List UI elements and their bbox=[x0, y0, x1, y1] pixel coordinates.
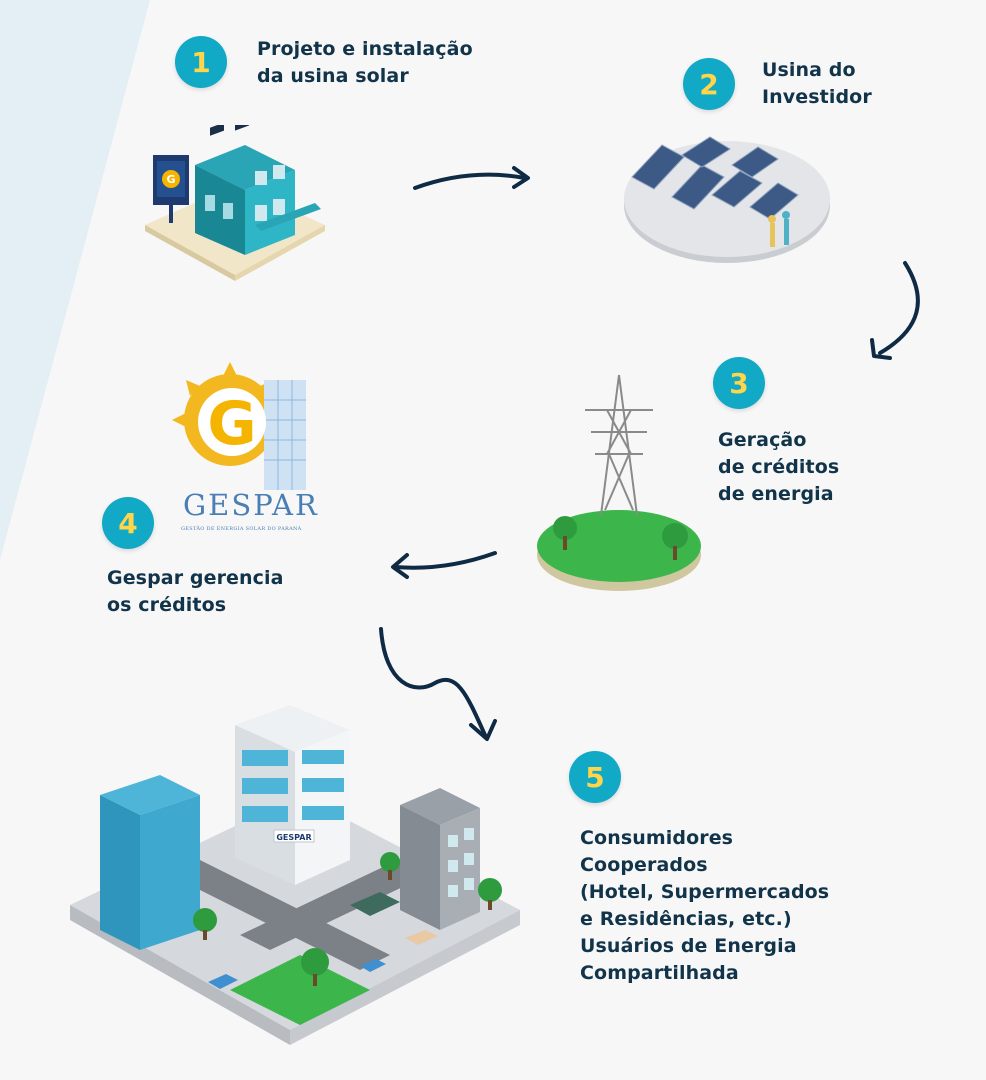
gespar-logo: G bbox=[172, 362, 306, 490]
arrow-step3-to-step4 bbox=[391, 551, 497, 579]
arrow-step1-to-step2 bbox=[413, 166, 530, 190]
svg-text:G: G bbox=[166, 173, 175, 186]
step-5-badge: 5 bbox=[569, 751, 621, 803]
step-3-badge: 3 bbox=[713, 357, 765, 409]
building-sign: GESPAR bbox=[276, 833, 311, 842]
solar-farm-illustration bbox=[624, 136, 830, 263]
step-2-badge: 2 bbox=[683, 58, 735, 110]
step-3-label: Geração de créditos de energia bbox=[718, 429, 840, 505]
step-4-badge: 4 bbox=[102, 497, 154, 549]
arrow-step2-to-step3 bbox=[870, 261, 920, 360]
step-2-label: Usina do Investidor bbox=[762, 59, 872, 108]
gespar-logo-tagline: GESTÃO DE ENERGIA SOLAR DO PARANÁ bbox=[181, 526, 302, 532]
step-5-label: Consumidores Cooperados (Hotel, Supermer… bbox=[580, 827, 830, 984]
arrow-step4-to-step5 bbox=[379, 627, 497, 741]
step-1-badge: 1 bbox=[175, 36, 227, 88]
transmission-tower-illustration bbox=[537, 374, 701, 591]
office-building-illustration: G bbox=[145, 125, 325, 281]
step-4-label: Gespar gerencia os créditos bbox=[107, 567, 284, 616]
gespar-logo-name: GESPAR bbox=[183, 488, 319, 522]
city-illustration: GESPAR bbox=[70, 705, 520, 1045]
step-1-label: Projeto e instalação da usina solar bbox=[257, 38, 473, 87]
svg-text:G: G bbox=[207, 389, 256, 459]
